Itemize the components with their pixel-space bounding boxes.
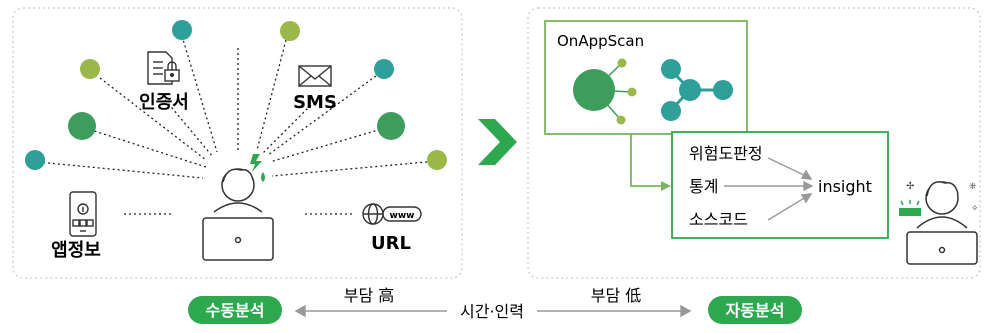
lightning-sweat-icon (250, 154, 265, 182)
label-cert: 인증서 (139, 92, 189, 113)
stressed-user-at-laptop-icon (202, 168, 274, 261)
manual-analysis-label: 수동분석 (206, 301, 265, 320)
manual-analysis-pill (188, 296, 282, 324)
happy-user-at-laptop-icon (906, 181, 978, 265)
globe-www-icon (362, 203, 422, 225)
feed-arrowhead (661, 181, 671, 191)
item-statistics: 통계 (689, 177, 718, 196)
certificate-icon (147, 51, 180, 85)
auto-analysis-label: 자동분석 (726, 301, 785, 320)
onappscan-title: OnAppScan (557, 32, 644, 50)
smartphone-icon (69, 191, 97, 237)
result-insight: insight (818, 177, 872, 196)
tradeoff-arrow (294, 304, 692, 318)
www-badge: www (390, 211, 415, 221)
data-dots (25, 20, 447, 170)
item-risk-assessment: 위험도판정 (689, 144, 763, 163)
sparkle-icon: ✢ ⁜ ✧ (906, 181, 979, 214)
graph-nodes-icon (573, 58, 733, 125)
burden-high-label: 부담 高 (344, 286, 395, 305)
label-sms: SMS (293, 92, 337, 113)
svg-text:✢: ✢ (906, 181, 914, 192)
feed-line (630, 134, 661, 187)
envelope-icon (298, 65, 332, 87)
auto-analysis-pill (708, 296, 802, 324)
label-url: URL (371, 233, 411, 254)
light-signal-icon (899, 200, 921, 216)
time-manpower-label: 시간·인력 (460, 302, 524, 321)
flow-chevron-icon (478, 119, 517, 165)
label-app-info: 앱정보 (51, 240, 101, 261)
analysis-box (671, 131, 889, 239)
insight-arrows (724, 157, 814, 221)
burden-low-label: 부담 低 (591, 286, 642, 305)
connector-lines (37, 35, 438, 215)
svg-text:✧: ✧ (971, 204, 979, 214)
item-source-code: 소스코드 (689, 210, 748, 229)
svg-text:⁜: ⁜ (969, 182, 977, 192)
right-panel-frame (527, 7, 981, 279)
